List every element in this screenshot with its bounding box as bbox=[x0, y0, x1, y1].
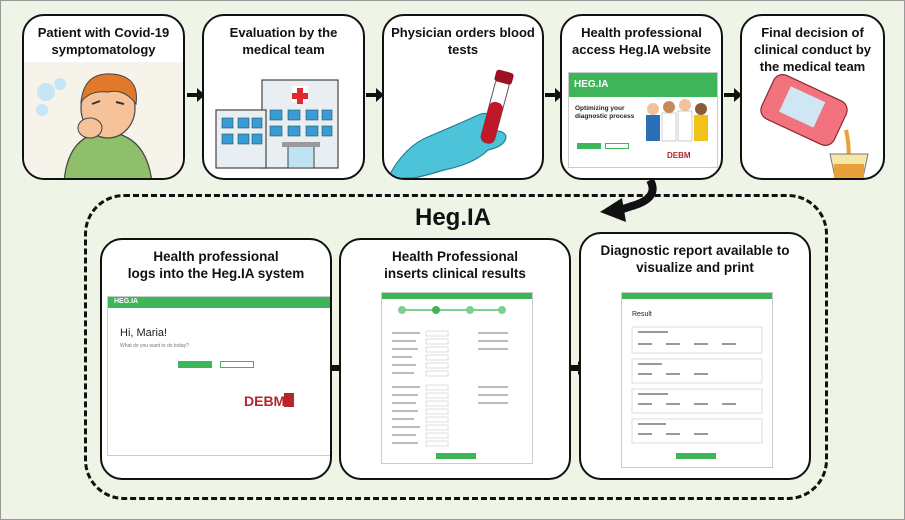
group-title: Heg.IA bbox=[414, 204, 491, 231]
login-logo: HEG.IA bbox=[114, 298, 139, 305]
clinical-form-preview bbox=[381, 292, 533, 464]
arrow-icon bbox=[724, 88, 742, 102]
step-label: Physician orders blood tests bbox=[391, 25, 535, 57]
step-login: Health professional logs into the Heg.IA… bbox=[100, 238, 332, 480]
form-rows bbox=[392, 330, 508, 459]
step-label-line2: inserts clinical results bbox=[384, 266, 526, 281]
medicine-bottle-cup-illustration bbox=[760, 74, 869, 178]
coughing-patient-illustration bbox=[24, 62, 183, 178]
arrow-icon bbox=[187, 88, 205, 102]
step-patient-symptoms: Patient with Covid-19 symptomatology bbox=[22, 14, 185, 180]
step-label: Health Professional inserts clinical res… bbox=[345, 248, 565, 282]
step-label-line1: Health professional bbox=[153, 249, 279, 264]
step-label: Patient with Covid-19 symptomatology bbox=[37, 25, 170, 57]
medical-team-illustration bbox=[646, 99, 708, 142]
step-label-line1: Diagnostic report available to bbox=[600, 243, 790, 258]
arrow-icon bbox=[545, 88, 563, 102]
step-label: Evaluation by the medical team bbox=[229, 25, 338, 57]
step-label: Diagnostic report available to visualize… bbox=[585, 242, 805, 276]
step-label: Final decision of clinical conduct by th… bbox=[753, 25, 872, 74]
hospital-illustration bbox=[215, 79, 339, 169]
website-logo: HEG.IA bbox=[574, 79, 609, 90]
step-medical-evaluation: Evaluation by the medical team bbox=[202, 14, 365, 180]
login-preview: HEG.IA Hi, Maria! What do you want to do… bbox=[107, 296, 330, 456]
website-headline: Optimizing your diagnostic process bbox=[575, 105, 635, 120]
report-heading: Result bbox=[632, 311, 652, 318]
hegia-system-group bbox=[84, 194, 828, 500]
step-label: Health professional logs into the Heg.IA… bbox=[106, 248, 326, 282]
step-insert-results: Health Professional inserts clinical res… bbox=[339, 238, 571, 480]
website-preview: HEG.IA Optimizing your diagnostic proces… bbox=[568, 72, 718, 168]
step-label-line2: logs into the Heg.IA system bbox=[127, 266, 305, 281]
partner-logo: DEBM bbox=[244, 393, 286, 409]
partner-logo: DEBM bbox=[667, 151, 691, 160]
step-access-website: Health professional access Heg.IA websit… bbox=[560, 14, 723, 180]
step-final-decision: Final decision of clinical conduct by th… bbox=[740, 14, 885, 180]
step-label-line2: visualize and print bbox=[636, 260, 754, 275]
step-blood-tests: Physician orders blood tests bbox=[382, 14, 544, 180]
form-progress-steps bbox=[398, 306, 506, 314]
step-label: Health professional access Heg.IA websit… bbox=[572, 25, 711, 57]
gloved-hand-blood-tube-illustration bbox=[387, 69, 514, 178]
arrow-icon bbox=[366, 88, 384, 102]
curved-arrow-icon bbox=[600, 178, 657, 222]
greeting: Hi, Maria! bbox=[120, 327, 168, 339]
report-preview: Result bbox=[621, 292, 773, 468]
prompt: What do you want to do today? bbox=[120, 343, 189, 349]
report-result-cards bbox=[631, 326, 763, 459]
step-label-line1: Health Professional bbox=[391, 249, 519, 264]
step-diagnostic-report: Diagnostic report available to visualize… bbox=[579, 232, 811, 480]
